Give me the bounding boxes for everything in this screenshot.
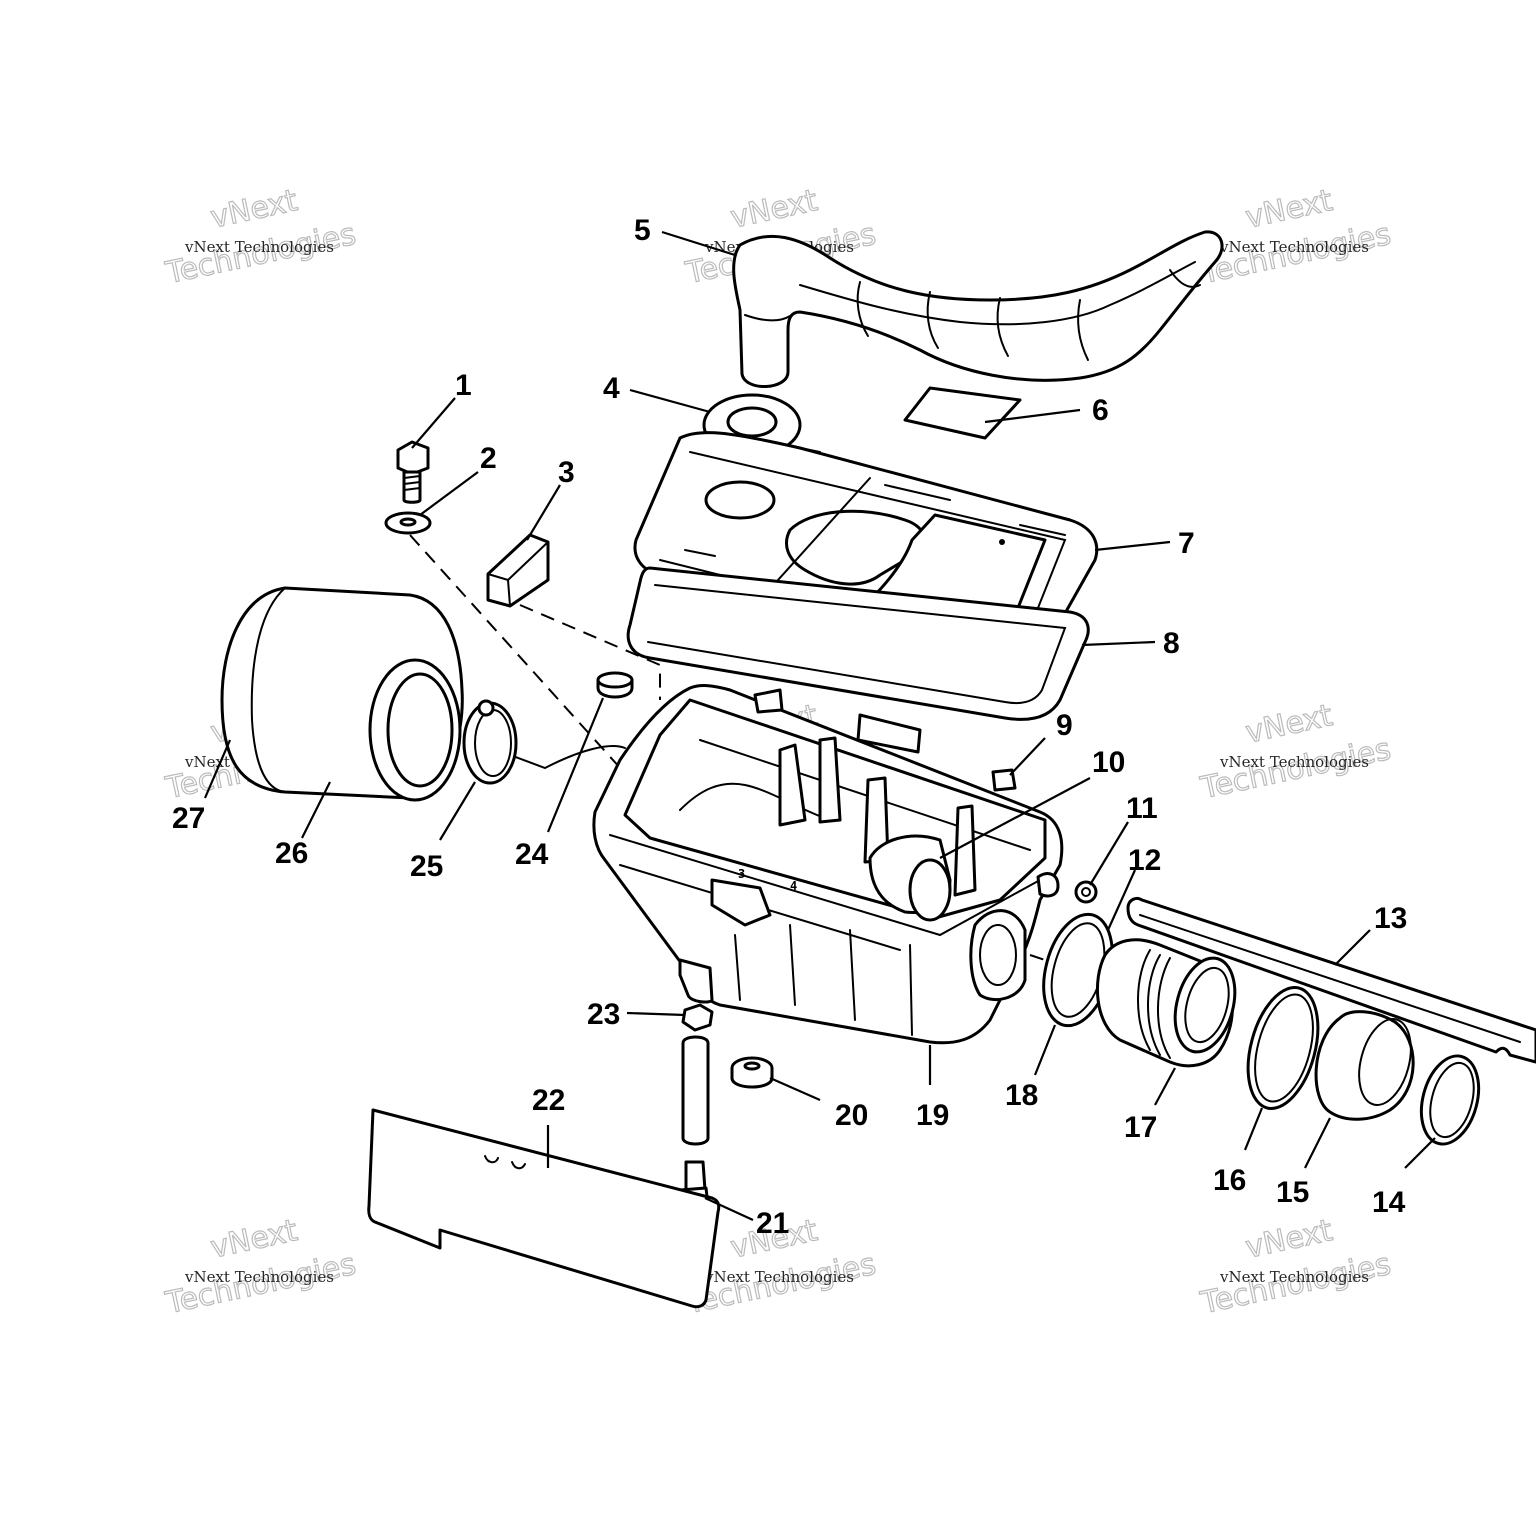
- part-5-intake-tube: [732, 230, 1224, 388]
- part-20-spacer: [730, 1056, 774, 1089]
- svg-text:vNext: vNext: [208, 1213, 301, 1266]
- svg-text:vNext Technologies: vNext Technologies: [184, 238, 334, 256]
- callout-3: 3: [558, 456, 575, 489]
- callout-1: 1: [455, 369, 472, 402]
- callout-19: 19: [916, 1099, 949, 1132]
- svg-text:vNext: vNext: [1243, 698, 1336, 751]
- svg-text:vNext Technologies: vNext Technologies: [184, 1268, 334, 1286]
- callout-25: 25: [410, 850, 443, 883]
- callout-5: 5: [634, 214, 651, 247]
- part-stamp-4: 4: [790, 879, 797, 893]
- part-8-lid-gasket: [626, 566, 1090, 721]
- part-26-air-filter: [220, 586, 464, 802]
- part-stamp-3: 3: [738, 867, 745, 881]
- callout-27: 27: [172, 802, 205, 835]
- callout-12: 12: [1128, 844, 1161, 877]
- svg-text:vNext Technologies: vNext Technologies: [1219, 1268, 1369, 1286]
- callout-10: 10: [1092, 746, 1125, 779]
- callout-11: 11: [1126, 792, 1158, 825]
- watermark-top-right: vNext Technologies vNext Technologies: [1197, 183, 1395, 292]
- part-24-grommet: [596, 671, 634, 699]
- part-2-washer: [384, 511, 432, 535]
- part-3-foam-block: [486, 533, 550, 608]
- svg-text:vNext Technologies: vNext Technologies: [1219, 238, 1369, 256]
- svg-text:vNext Technologies: vNext Technologies: [704, 1268, 854, 1286]
- watermark-bottom-left: vNext Technologies vNext Technologies: [162, 1213, 360, 1322]
- callout-26: 26: [275, 837, 308, 870]
- callout-14: 14: [1372, 1186, 1406, 1219]
- svg-text:vNext: vNext: [208, 183, 301, 236]
- callout-17: 17: [1124, 1111, 1157, 1144]
- callout-2: 2: [480, 442, 497, 475]
- callout-8: 8: [1163, 627, 1180, 660]
- svg-text:vNext: vNext: [1243, 1213, 1336, 1266]
- callout-24: 24: [515, 838, 549, 871]
- callout-7: 7: [1178, 527, 1195, 560]
- part-11-fitting: [1074, 880, 1098, 904]
- leader-lines: [203, 230, 1436, 1221]
- callout-4: 4: [603, 372, 620, 405]
- callout-6: 6: [1092, 394, 1109, 427]
- callout-22: 22: [532, 1084, 565, 1117]
- callout-21: 21: [756, 1207, 789, 1240]
- part-17-intake-adapter: [1095, 938, 1237, 1068]
- part-23-nut: [681, 1003, 714, 1032]
- part-16-o-ring: [1246, 986, 1320, 1110]
- part-14-clamp: [1419, 1054, 1481, 1146]
- part-25-clamp: [462, 699, 518, 785]
- callout-20: 20: [835, 1099, 868, 1132]
- callout-18: 18: [1005, 1079, 1038, 1112]
- watermark-bottom-right: vNext Technologies vNext Technologies: [1197, 1213, 1395, 1322]
- part-22-heat-shield: [367, 1108, 721, 1309]
- part-15-boot: [1314, 1010, 1415, 1121]
- svg-text:vNext: vNext: [1243, 183, 1336, 236]
- watermark-middle-right: vNext Technologies vNext Technologies: [1197, 698, 1395, 807]
- callout-16: 16: [1213, 1164, 1246, 1197]
- callout-23: 23: [587, 998, 620, 1031]
- part-drain-tube: [681, 1035, 710, 1146]
- svg-text:vNext: vNext: [728, 183, 821, 236]
- part-1-bolt: [396, 440, 430, 504]
- callout-9: 9: [1056, 709, 1073, 742]
- callout-labels: 1 2 3 4 5 6 7 8 9 10 11 12 13 14 15 16 1…: [172, 214, 1407, 1240]
- callout-15: 15: [1276, 1176, 1309, 1209]
- part-6-foam-pad: [903, 386, 1022, 440]
- watermark-top-left: vNext Technologies vNext Technologies: [162, 183, 360, 292]
- callout-13: 13: [1374, 902, 1407, 935]
- part-13-tube: [1126, 896, 1536, 1064]
- svg-text:vNext Technologies: vNext Technologies: [1219, 753, 1369, 771]
- part-19-airbox-housing: 3 4: [592, 684, 1064, 1045]
